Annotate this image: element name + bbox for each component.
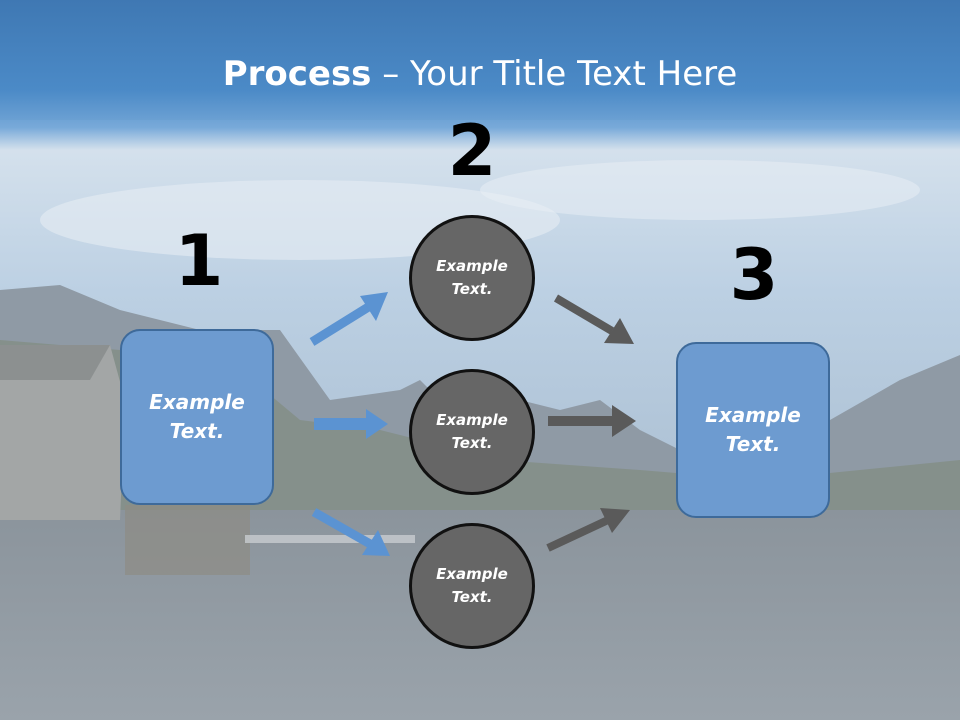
gray-arrow-up (546, 508, 630, 552)
step-number-2: 2 (447, 110, 497, 192)
blue-arrow-right (314, 409, 388, 439)
title-bold: Process (222, 54, 372, 94)
step-2-circle-top: Example Text. (409, 215, 535, 341)
title-band (0, 0, 960, 150)
step-1-box: Example Text. (120, 329, 274, 505)
step-2-circle-middle: Example Text. (409, 369, 535, 495)
title-rest: – Your Title Text Here (371, 54, 738, 94)
step-number-1: 1 (174, 220, 224, 302)
step-2-circle-bottom: Example Text. (409, 523, 535, 649)
blue-arrow-down (311, 508, 390, 556)
step-number-3: 3 (729, 234, 779, 316)
gray-arrow-right (548, 405, 636, 437)
blue-arrow-up (309, 292, 388, 346)
slide-title: Process – Your Title Text Here (0, 52, 960, 96)
gray-arrow-down (553, 294, 634, 344)
step-3-box: Example Text. (676, 342, 830, 518)
